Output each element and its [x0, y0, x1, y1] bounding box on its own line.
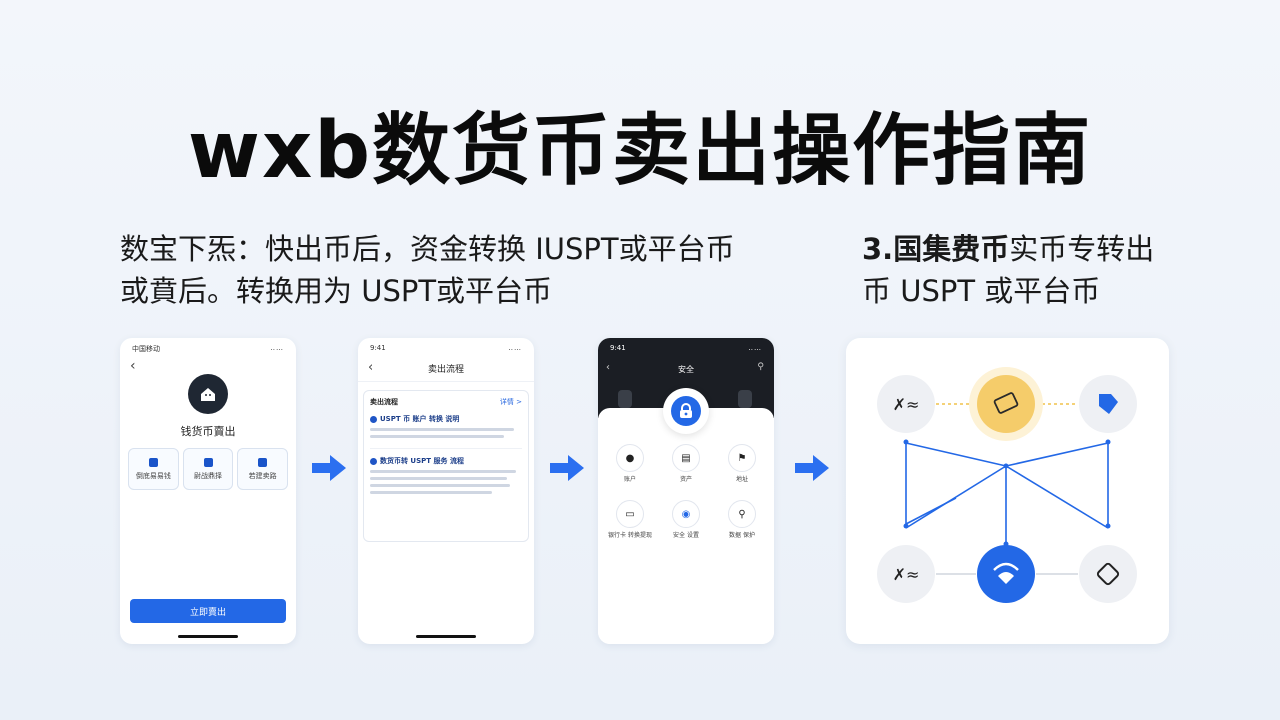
description-left-line-1: 数宝下炁：快出币后，资金转换 IUSPT或平台币 — [120, 232, 735, 266]
home-indicator — [416, 635, 476, 638]
description-left: 数宝下炁：快出币后，资金转换 IUSPT或平台币 或賁后。转换用为 USPT或平… — [120, 228, 820, 312]
option-card-3[interactable]: 若建卖路 — [237, 448, 289, 490]
svg-text:✗≈: ✗≈ — [893, 565, 920, 584]
description-left-line-2: 或賁后。转换用为 USPT或平台币 — [120, 274, 553, 308]
lock-icon — [680, 403, 692, 418]
wallet-icon — [148, 457, 158, 467]
key-icon: ⚲ — [728, 500, 756, 528]
grid-item[interactable]: ● 账户 — [602, 444, 658, 484]
home-indicator — [178, 635, 238, 638]
app-logo — [188, 374, 228, 414]
signal-icon: ‥… — [748, 344, 762, 352]
network-diagram: ✗≈ ✗≈ — [846, 338, 1169, 644]
time-text: 9:41 — [610, 344, 626, 352]
arrow-right-icon — [550, 455, 584, 481]
option-card-1[interactable]: 倒底易易钱 — [128, 448, 179, 490]
description-right-line-2: 币 USPT 或平台币 — [862, 274, 1101, 308]
time-text: 9:41 — [370, 344, 386, 352]
circle-icon: ● — [616, 444, 644, 472]
nav-title: 卖出流程 — [427, 365, 464, 375]
action-grid: ● 账户 ▤ 资产 ⚑ 地址 ▭ 银行卡 转换提现 ◉ 安全 设置 ⚲ 数据 保护 — [602, 444, 770, 540]
location-icon: ⚑ — [728, 444, 756, 472]
grid-item[interactable]: ▤ 资产 — [658, 444, 714, 484]
card-title: 卖出流程 — [370, 398, 398, 406]
grid-item[interactable]: ▭ 银行卡 转换提现 — [602, 500, 658, 540]
diamond-icon — [1079, 545, 1137, 603]
option-label-2: 尉战鼎择 — [194, 471, 222, 480]
arrow-right-icon — [312, 455, 346, 481]
lock-badge — [663, 388, 709, 434]
grid-label: 账户 — [623, 476, 636, 483]
document-icon: ▤ — [672, 444, 700, 472]
option-card-2[interactable]: 尉战鼎择 — [182, 448, 234, 490]
coin-icon — [370, 457, 377, 465]
phone-screen-security: 9:41 ‥… ‹ 安全 ⚲ ● 账户 ▤ 资产 ⚑ 地址 ▭ 银行卡 转换提现 ◉ 安全… — [598, 338, 774, 644]
process-card: 卖出流程 详情 > USPT 币 账户 转换 说明 数货币转 USPT 服务 流… — [363, 390, 529, 542]
search-icon[interactable]: ⚲ — [757, 362, 764, 372]
shield-icon — [258, 457, 268, 467]
network-diagram-svg: ✗≈ ✗≈ — [877, 367, 1137, 603]
back-icon[interactable]: ‹ — [368, 360, 374, 375]
nav-header: ‹ 卖出流程 — [358, 352, 534, 382]
phone-screen-sell: 中国移动 ‥… ‹ 钱货币賣出 倒底易易钱 尉战鼎择 若建卖路 立即賣出 — [120, 338, 296, 644]
signal-icon: ‥… — [270, 344, 284, 352]
nav-title: 安全 — [678, 365, 694, 374]
sell-now-button[interactable]: 立即賣出 — [130, 599, 286, 623]
grid-label: 资产 — [679, 476, 692, 483]
house-icon — [201, 388, 215, 401]
grid-item[interactable]: ◉ 安全 设置 — [658, 500, 714, 540]
signal-icon: ‥… — [508, 344, 522, 352]
badge-icon — [618, 390, 632, 408]
option-row: 倒底易易钱 尉战鼎择 若建卖路 — [128, 448, 289, 490]
globe-icon: ◉ — [672, 500, 700, 528]
screen-title: 钱货币賣出 — [180, 425, 236, 438]
grid-label: 数据 保护 — [729, 532, 755, 539]
ticket-icon — [977, 375, 1035, 433]
page-title: wxb数货币卖出操作指南 — [187, 106, 1093, 196]
card-header: 卖出流程 详情 > — [370, 397, 522, 407]
option-label-3: 若建卖路 — [248, 471, 277, 480]
arrow-right-icon — [795, 455, 829, 481]
item-title: 数货币转 USPT 服务 流程 — [380, 457, 464, 465]
step-label: 3.国集费币 — [862, 232, 1010, 266]
card-icon: ▭ — [616, 500, 644, 528]
badge-icon — [738, 390, 752, 408]
status-bar: 中国移动 ‥… — [120, 338, 296, 354]
carrier-text: 中国移动 — [132, 345, 160, 353]
list-item[interactable]: 数货币转 USPT 服务 流程 — [370, 456, 522, 494]
item-title: USPT 币 账户 转换 说明 — [380, 415, 460, 423]
list-item[interactable]: USPT 币 账户 转换 说明 — [370, 414, 522, 438]
info-icon — [370, 415, 377, 423]
tools-icon — [877, 545, 935, 603]
exchange-icon — [203, 457, 213, 467]
card-link[interactable]: 详情 > — [499, 398, 522, 406]
grid-item[interactable]: ⚑ 地址 — [714, 444, 770, 484]
status-bar: 9:41 ‥… — [358, 338, 534, 352]
grid-item[interactable]: ⚲ 数据 保护 — [714, 500, 770, 540]
description-right-line-1: 3.国集费币实币专转出 — [862, 228, 1192, 270]
phone-screen-process: 9:41 ‥… ‹ 卖出流程 卖出流程 详情 > USPT 币 账户 转换 说明… — [358, 338, 534, 644]
back-icon[interactable]: ‹ — [130, 358, 136, 374]
step-text: 实币专转出 — [1009, 232, 1155, 266]
grid-label: 地址 — [735, 476, 748, 483]
back-icon[interactable]: ‹ — [606, 362, 610, 373]
grid-label: 银行卡 转换提现 — [608, 532, 652, 539]
grid-label: 安全 设置 — [673, 532, 699, 539]
status-bar: 9:41 ‥… — [598, 338, 774, 352]
tools-icon — [877, 375, 935, 433]
svg-text:✗≈: ✗≈ — [893, 395, 920, 414]
option-label-1: 倒底易易钱 — [135, 471, 171, 480]
description-right: 3.国集费币实币专转出 币 USPT 或平台币 — [862, 228, 1192, 312]
